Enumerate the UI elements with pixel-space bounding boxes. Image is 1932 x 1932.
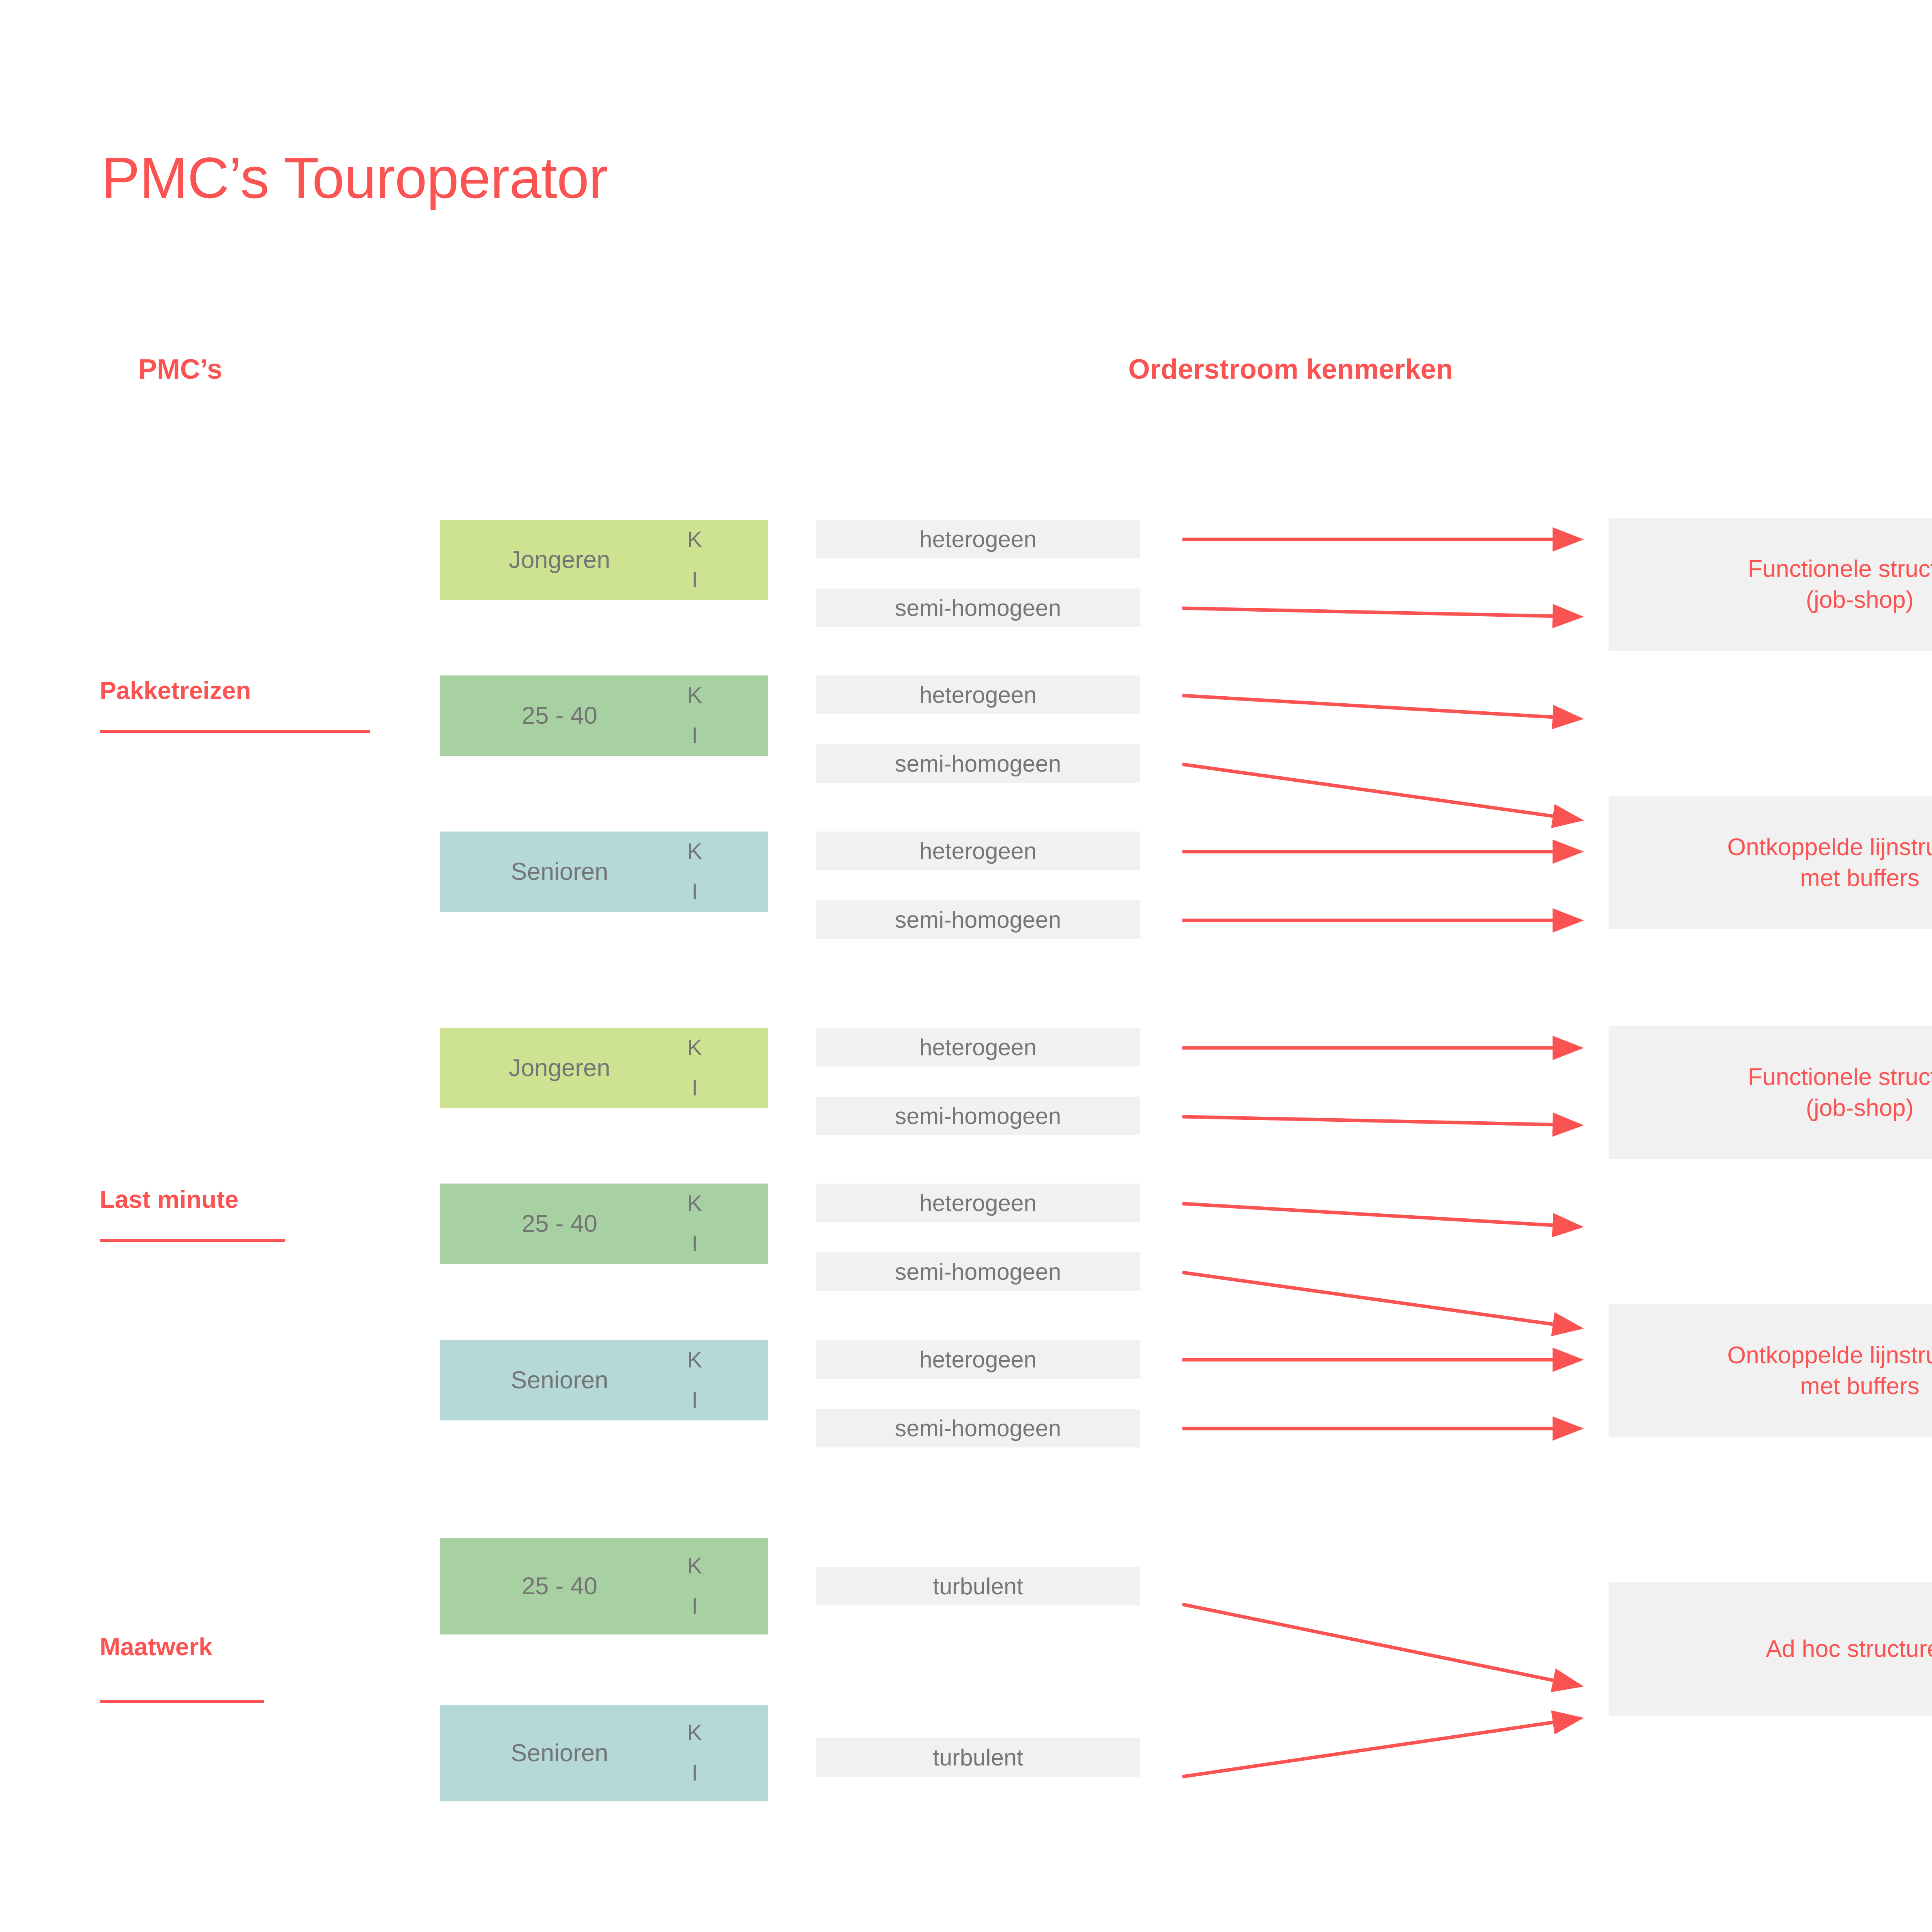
structure-line-1: Functionele structuur: [1748, 555, 1932, 582]
ki-label: K I: [679, 1340, 710, 1420]
structure-line-2: met buffers: [1800, 1372, 1920, 1400]
flow-box[interactable]: heterogeen: [816, 1028, 1140, 1066]
structure-line-2: met buffers: [1800, 864, 1920, 891]
flow-box[interactable]: heterogeen: [816, 520, 1140, 558]
flow-box[interactable]: semi-homogeen: [816, 1252, 1140, 1291]
i-label: I: [691, 1760, 698, 1786]
segment-box[interactable]: Jongeren K I: [440, 1028, 768, 1108]
structure-box[interactable]: Ontkoppelde lijnstructuur met buffers: [1609, 1304, 1932, 1437]
flow-box[interactable]: heterogeen: [816, 1184, 1140, 1222]
k-label: K: [687, 839, 702, 864]
k-label: K: [687, 683, 702, 708]
i-label: I: [691, 879, 698, 904]
flow-box[interactable]: semi-homogeen: [816, 588, 1140, 627]
segment-box[interactable]: Senioren K I: [440, 1340, 768, 1420]
structure-box[interactable]: Functionele structuur (job-shop): [1609, 518, 1932, 651]
arrow-connector: [1182, 1202, 1584, 1238]
ki-label: K I: [679, 832, 710, 912]
segment-label: Senioren: [510, 1367, 609, 1394]
structure-line-1: Ontkoppelde lijnstructuur: [1727, 833, 1932, 861]
k-label: K: [687, 1191, 702, 1216]
ki-label: K I: [679, 1028, 710, 1108]
i-label: I: [691, 1075, 698, 1100]
ki-label: K I: [679, 1184, 710, 1264]
arrow-connector: [1182, 604, 1584, 628]
flow-box[interactable]: semi-homogeen: [816, 744, 1140, 783]
i-label: I: [691, 1594, 698, 1619]
flow-box[interactable]: semi-homogeen: [816, 1409, 1140, 1447]
group-underline-maatwerk: [100, 1700, 264, 1703]
segment-box[interactable]: 25 - 40 K I: [440, 675, 768, 756]
arrow-connector: [1182, 1602, 1584, 1692]
segment-label: 25 - 40: [521, 1573, 598, 1600]
group-label-pakketreizen: Pakketreizen: [100, 677, 251, 704]
i-label: I: [691, 1231, 698, 1256]
i-label: I: [691, 567, 698, 592]
arrow-connector: [1182, 762, 1584, 828]
i-label: I: [691, 1388, 698, 1413]
structure-box[interactable]: Functionele structuur (job-shop): [1609, 1026, 1932, 1159]
flow-box[interactable]: heterogeen: [816, 832, 1140, 870]
k-label: K: [687, 527, 702, 552]
segment-box[interactable]: 25 - 40 K I: [440, 1538, 768, 1634]
segment-label: Senioren: [510, 1740, 609, 1767]
structure-line-2: (job-shop): [1806, 586, 1914, 613]
structure-line-1: Ad hoc structuren: [1766, 1635, 1932, 1662]
ki-label: K I: [679, 1546, 710, 1626]
column-header-pmcs: PMC’s: [138, 354, 223, 385]
k-label: K: [687, 1347, 702, 1372]
arrow-connector: [1182, 694, 1584, 730]
page-title: PMC’s Touroperator: [101, 145, 608, 210]
group-label-maatwerk: Maatwerk: [100, 1633, 213, 1661]
arrow-connector: [1182, 1270, 1584, 1337]
flow-box[interactable]: semi-homogeen: [816, 900, 1140, 939]
segment-box[interactable]: Jongeren K I: [440, 520, 768, 600]
arrow-connector: [1182, 1710, 1584, 1779]
k-label: K: [687, 1553, 702, 1578]
flow-box[interactable]: heterogeen: [816, 1340, 1140, 1379]
k-label: K: [687, 1035, 702, 1060]
ki-label: K I: [679, 520, 710, 600]
structure-box[interactable]: Ad hoc structuren: [1609, 1582, 1932, 1716]
flow-box[interactable]: heterogeen: [816, 675, 1140, 714]
segment-box[interactable]: Senioren K I: [440, 1705, 768, 1801]
group-label-last-minute: Last minute: [100, 1185, 239, 1213]
i-label: I: [691, 723, 698, 748]
segment-label: Jongeren: [509, 546, 611, 573]
ki-label: K I: [679, 675, 710, 756]
arrow-connector: [1182, 1112, 1584, 1137]
segment-label: 25 - 40: [521, 1210, 598, 1237]
flow-box[interactable]: turbulent: [816, 1567, 1140, 1605]
k-label: K: [687, 1720, 702, 1745]
structure-box[interactable]: Ontkoppelde lijnstructuur met buffers: [1609, 796, 1932, 929]
structure-line-2: (job-shop): [1806, 1094, 1914, 1121]
group-underline-last-minute: [100, 1239, 285, 1242]
segment-label: Senioren: [510, 858, 609, 885]
flow-box[interactable]: semi-homogeen: [816, 1097, 1140, 1135]
ki-label: K I: [679, 1713, 710, 1793]
segment-label: Jongeren: [509, 1054, 611, 1082]
group-underline-pakketreizen: [100, 730, 370, 733]
structure-line-1: Functionele structuur: [1748, 1063, 1932, 1090]
flow-box[interactable]: turbulent: [816, 1738, 1140, 1777]
segment-box[interactable]: 25 - 40 K I: [440, 1184, 768, 1264]
structure-line-1: Ontkoppelde lijnstructuur: [1727, 1342, 1932, 1369]
column-header-orderstroom: Orderstroom kenmerken: [1128, 354, 1453, 385]
segment-box[interactable]: Senioren K I: [440, 832, 768, 912]
segment-label: 25 - 40: [521, 702, 598, 729]
